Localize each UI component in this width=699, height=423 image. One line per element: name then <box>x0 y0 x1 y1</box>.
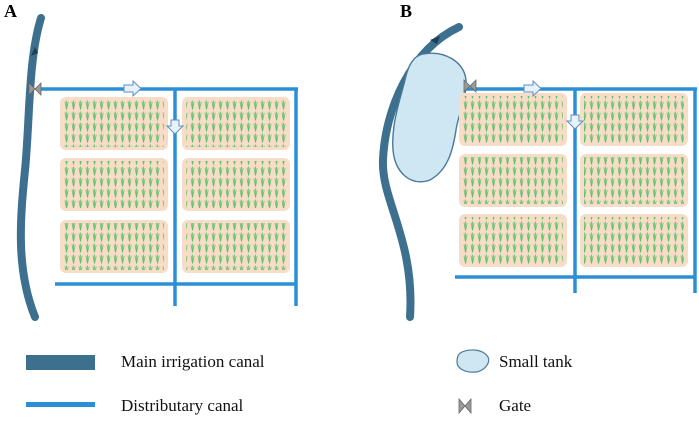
flow-arrow-down-icon <box>565 114 585 130</box>
legend-small-tank-icon <box>456 349 490 373</box>
gate-icon <box>463 79 477 93</box>
rice-fields-b <box>459 93 688 267</box>
panel-label-b: B <box>400 1 413 21</box>
panel-a <box>16 14 298 321</box>
rice-fields-a <box>60 97 290 273</box>
gate-icon <box>28 82 42 96</box>
flow-arrow-right-icon <box>123 79 142 98</box>
small-tank-b <box>392 52 467 183</box>
legend-distributary-label: Distributary canal <box>121 396 244 415</box>
legend-small-tank-label: Small tank <box>499 352 573 371</box>
flow-arrow-icon <box>430 36 440 44</box>
flow-arrow-down-icon <box>165 119 185 135</box>
flow-arrow-icon <box>31 47 38 56</box>
legend-gate-label: Gate <box>499 396 532 415</box>
panel-b <box>378 23 697 321</box>
flow-arrow-right-icon <box>523 79 542 98</box>
legend-main-canal-swatch <box>26 355 95 370</box>
panel-label-a: A <box>4 1 17 21</box>
main-irrigation-canal-a <box>16 14 45 321</box>
legend-gate-icon <box>458 397 472 415</box>
legend-distributary-swatch <box>26 402 95 407</box>
legend <box>26 349 490 415</box>
legend-main-canal-label: Main irrigation canal <box>121 352 265 371</box>
